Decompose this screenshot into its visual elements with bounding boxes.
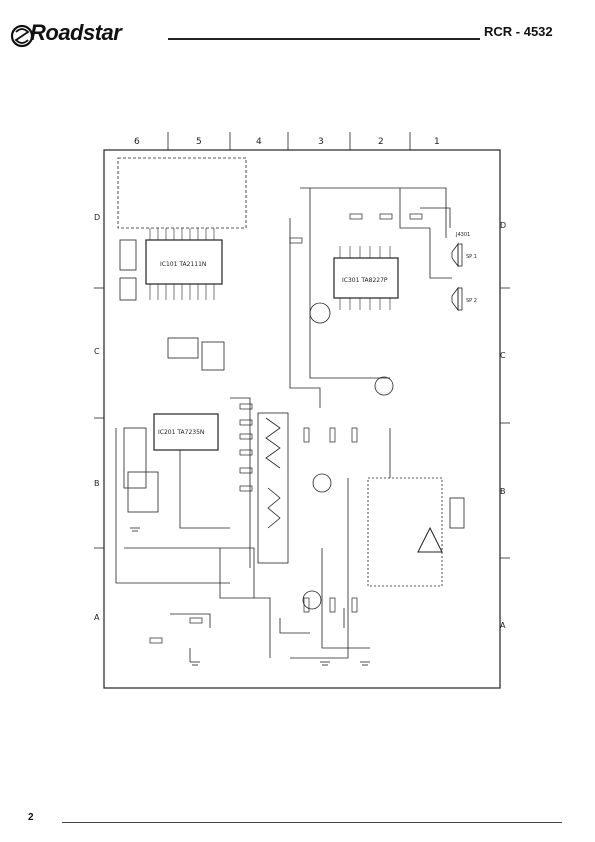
ic-label-cassette: IC201 TA7235N xyxy=(158,429,204,436)
row-label-left: B xyxy=(94,479,100,488)
ic-label-audio-amp: IC301 TA8227P xyxy=(342,277,388,284)
ic-label-tuner: IC101 TA2111N xyxy=(160,261,206,268)
column-label: 6 xyxy=(134,137,140,147)
roadstar-logo-icon xyxy=(10,24,34,48)
row-label-left: D xyxy=(94,213,100,222)
brand-name: Roadstar xyxy=(30,20,122,45)
column-label: 5 xyxy=(196,137,202,147)
speaker-label: SP 1 xyxy=(466,254,477,260)
column-label: 3 xyxy=(318,137,324,147)
row-label-right: B xyxy=(500,487,506,496)
row-label-right: D xyxy=(500,221,506,230)
footer-divider xyxy=(62,822,562,823)
circuit-schematic: 6 5 4 3 2 1 D C B A D C B A IC101 TA2111… xyxy=(94,132,510,689)
row-label-right: C xyxy=(500,351,506,360)
page-number: 2 xyxy=(28,812,34,823)
speaker-label: SP 2 xyxy=(466,298,477,304)
row-label-left: A xyxy=(94,613,100,622)
column-label: 4 xyxy=(256,137,262,147)
jack-label: J4301 xyxy=(455,232,470,238)
header-divider xyxy=(168,38,480,40)
model-number: RCR - 4532 xyxy=(484,24,553,39)
row-label-right: A xyxy=(500,621,506,630)
column-label: 2 xyxy=(378,137,384,147)
row-label-left: C xyxy=(94,347,100,356)
column-label: 1 xyxy=(434,137,440,147)
